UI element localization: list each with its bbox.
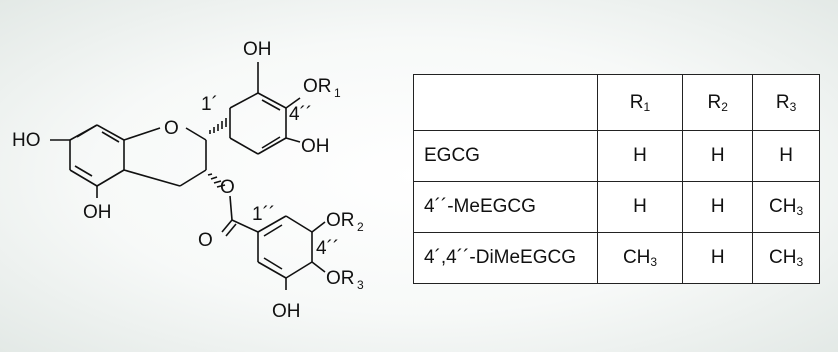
table-cell: H [682, 181, 754, 233]
or1-subscript: 1 [334, 86, 341, 100]
substituent-table: R1 R2 R3 EGCG H H H 4´´-MeEGCG H H CH3 4… [413, 74, 820, 284]
position-4pp-label: 4´´ [316, 238, 339, 259]
table-row: EGCG H H H [413, 130, 820, 182]
compound-name-cell: 4´´-MeEGCG [413, 181, 598, 233]
table-cell: CH3 [596, 232, 684, 284]
header-cell: R3 [752, 74, 820, 131]
oh-bottom-label: OH [272, 301, 301, 322]
position-4pp-top-label: 4´´ [289, 104, 312, 125]
ester-link-oxygen-label: O [220, 177, 235, 198]
table-cell: CH3 [752, 232, 820, 284]
or2-label: OR [326, 210, 355, 231]
position-1p-label: 1´ [201, 94, 218, 115]
carbonyl-oxygen-label: O [198, 230, 213, 251]
table-cell: H [596, 130, 684, 182]
header-cell: R2 [682, 74, 754, 131]
table-row: 4´,4´´-DiMeEGCG CH3 H CH3 [413, 232, 820, 284]
ring-oxygen-label: O [164, 118, 179, 139]
header-cell: R1 [596, 74, 684, 131]
or2-subscript: 2 [357, 220, 364, 234]
table-row: 4´´-MeEGCG H H CH3 [413, 181, 820, 233]
compound-name-cell: EGCG [413, 130, 598, 182]
table-cell: H [682, 130, 754, 182]
header-cell [413, 74, 598, 131]
oh-top-label: OH [243, 39, 272, 60]
compound-name-cell: 4´,4´´-DiMeEGCG [413, 232, 598, 284]
position-1pp-label: 1´´ [252, 204, 275, 225]
oh-ring-a-bottom-label: OH [83, 202, 112, 223]
table-cell: H [682, 232, 754, 284]
or3-subscript: 3 [357, 278, 364, 292]
oh-ring-b-lower-label: OH [301, 136, 330, 157]
table-cell: CH3 [752, 181, 820, 233]
table-header-row: R1 R2 R3 [413, 74, 820, 131]
or3-label: OR [326, 268, 355, 289]
table-cell: H [596, 181, 684, 233]
stereo-hash-bonds [207, 118, 227, 188]
ho-left-label: HO [12, 130, 41, 151]
or1-label: OR [303, 76, 332, 97]
bond-lines [50, 62, 326, 290]
table-cell: H [752, 130, 820, 182]
